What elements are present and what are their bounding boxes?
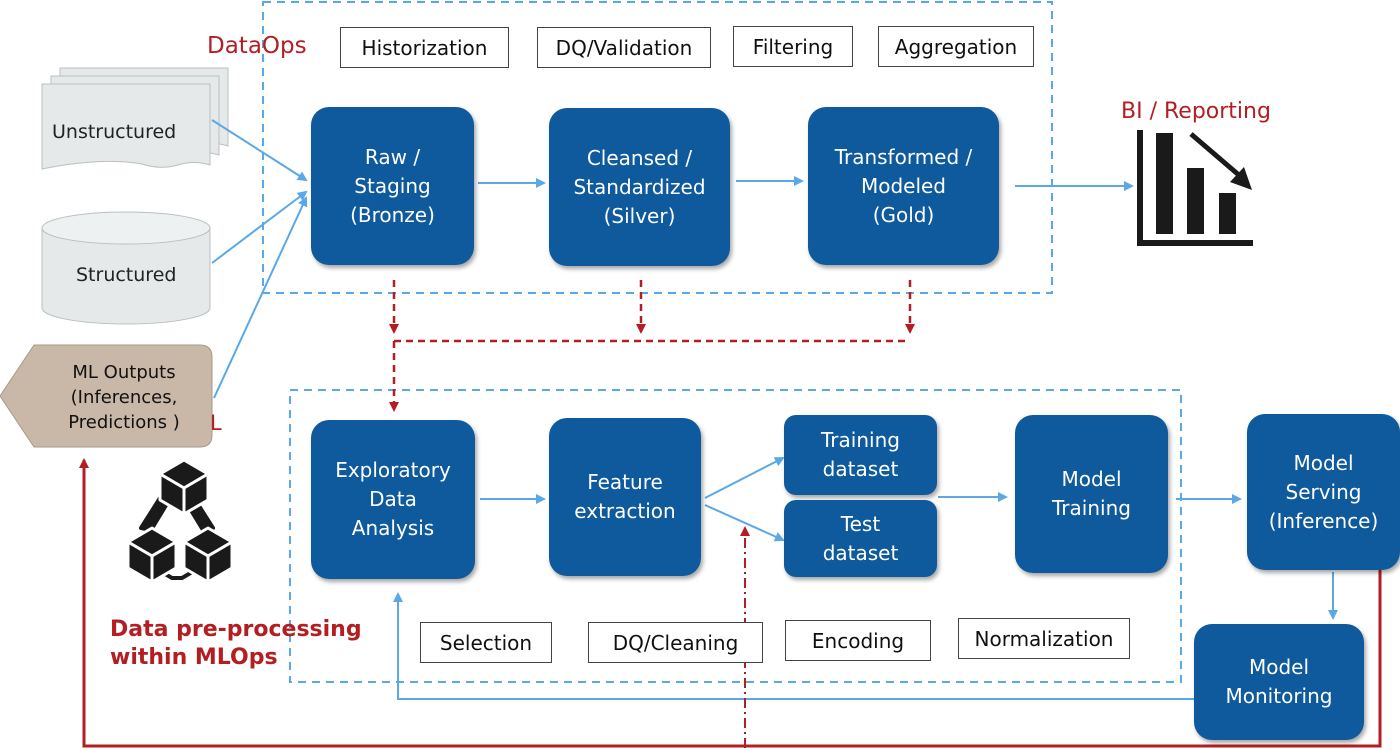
ml-outputs-shape <box>0 344 213 448</box>
source-unstructured-label: Unstructured <box>52 121 177 143</box>
structured-database-cylinder <box>41 211 211 325</box>
dataops-frame <box>262 1 1053 294</box>
bi-reporting-label: BI / Reporting <box>1121 99 1271 124</box>
source-structured-label: Structured <box>76 264 177 286</box>
unstructured-document-stack <box>41 67 229 170</box>
stage-transformed-gold: Transformed /Modeled(Gold) <box>808 107 999 265</box>
stray-red-mark: L <box>210 411 222 435</box>
step-dq-cleaning: DQ/Cleaning <box>588 622 763 663</box>
mlops-frame <box>289 389 1182 683</box>
ml-outputs-label: ML Outputs (Inferences, Predictions ) <box>68 362 180 434</box>
step-historization: Historization <box>340 27 509 68</box>
step-selection: Selection <box>420 622 552 663</box>
stage-cleansed-silver: Cleansed /Standardized(Silver) <box>549 108 730 266</box>
stage-raw-staging-bronze: Raw /Staging(Bronze) <box>311 107 474 265</box>
step-filtering: Filtering <box>733 26 853 67</box>
connected-cubes-icon <box>126 458 234 584</box>
step-normalization: Normalization <box>958 618 1130 659</box>
mlops-title: Data pre-processing within MLOps <box>110 617 362 670</box>
step-dq-validation: DQ/Validation <box>537 27 711 68</box>
step-encoding: Encoding <box>785 620 931 661</box>
bar-chart-decline-icon <box>1137 130 1253 246</box>
step-aggregation: Aggregation <box>878 26 1034 67</box>
dataops-title: DataOps <box>207 33 307 59</box>
